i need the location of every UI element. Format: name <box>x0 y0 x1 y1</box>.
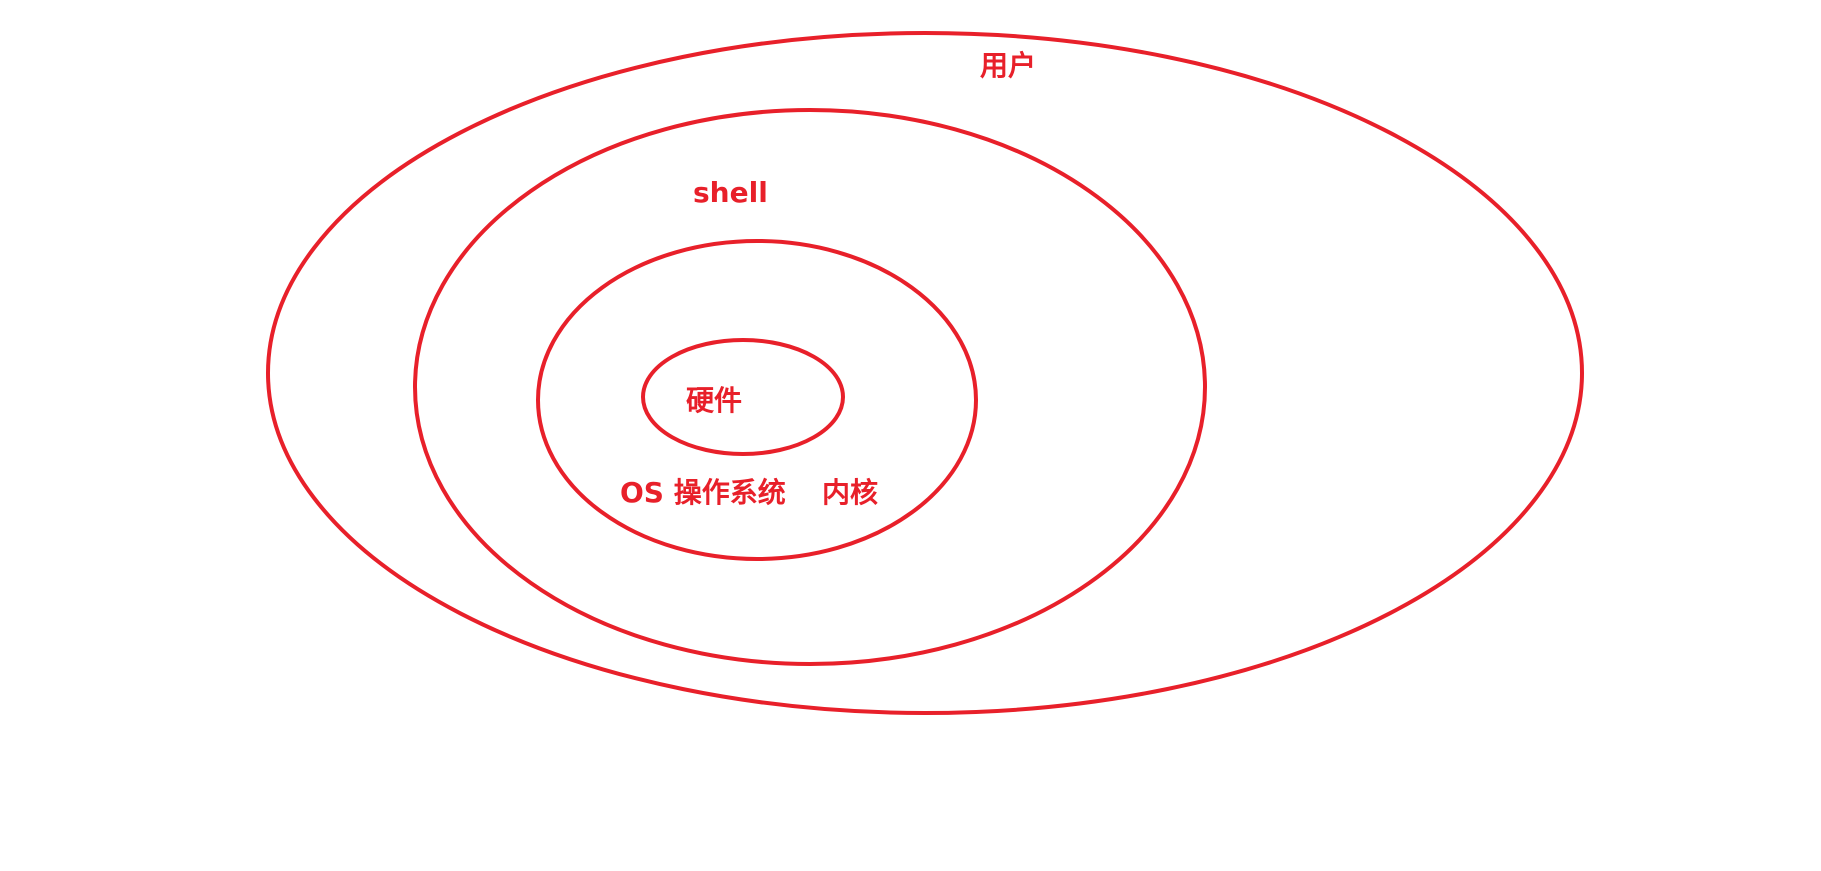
shell-label: shell <box>693 176 768 209</box>
hardware-layer-ellipse <box>641 338 845 456</box>
hardware-label: 硬件 <box>686 384 742 417</box>
shell-layer-ellipse <box>413 108 1207 666</box>
os-label: OS 操作系统 <box>620 476 786 509</box>
user-label: 用户 <box>980 49 1036 82</box>
os-layer-ellipse <box>536 239 978 561</box>
kernel-label: 内核 <box>822 476 878 509</box>
user-layer-ellipse <box>266 31 1584 715</box>
